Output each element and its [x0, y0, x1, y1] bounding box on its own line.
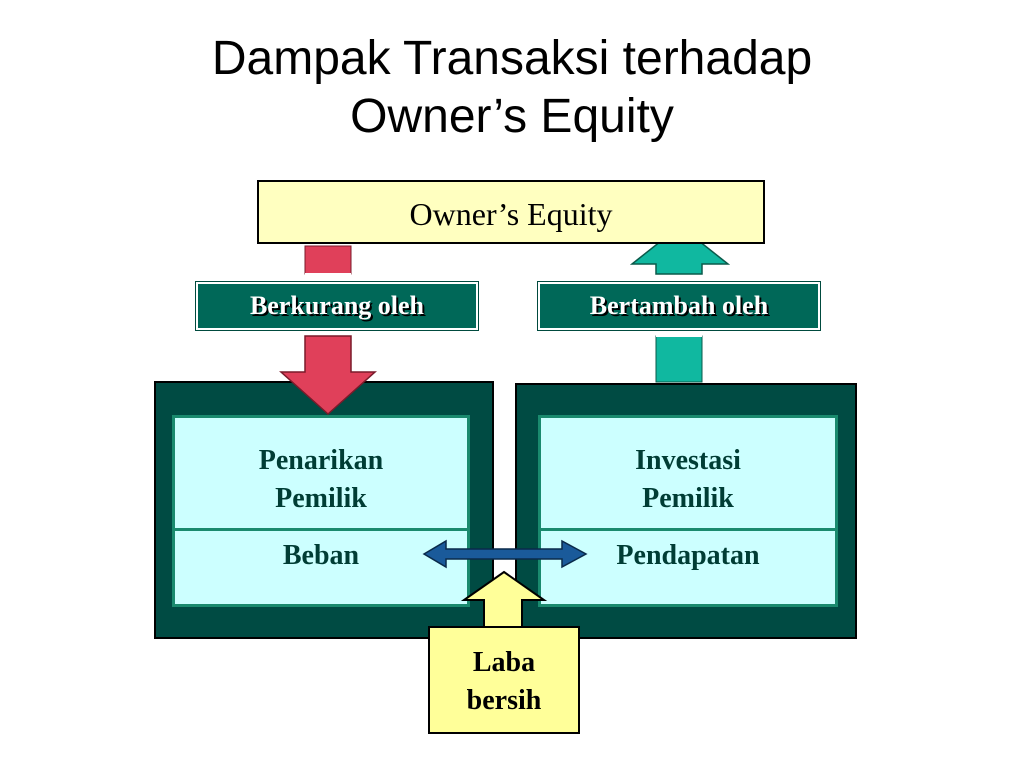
title-line-1: Dampak Transaksi terhadap [211, 32, 813, 85]
left-inner-panel: Penarikan Pemilik Beban [172, 415, 470, 607]
right-inner-panel: Investasi Pemilik Pendapatan [538, 415, 838, 607]
owner-withdrawal-line-2: Pemilik [275, 483, 367, 514]
net-income-line-2: bersih [466, 685, 542, 716]
owner-withdrawal-cell: Penarikan Pemilik [175, 418, 467, 529]
left-divider [175, 528, 467, 531]
net-income-line-1: Laba [472, 647, 536, 678]
net-income-arrow [460, 570, 548, 629]
down-arrow [279, 335, 377, 416]
increase-label: Bertambah oleh [537, 281, 821, 331]
owner-withdrawal-line-1: Penarikan [258, 445, 384, 476]
right-divider [541, 528, 835, 531]
expenses-cell: Beban [282, 540, 360, 571]
decrease-label: Berkurang oleh [195, 281, 479, 331]
owner-investment-line-1: Investasi [635, 445, 741, 476]
owner-investment-line-2: Pemilik [642, 483, 734, 514]
title-line-2: Owner’s Equity [350, 90, 674, 143]
down-arrow-shaft-upper [304, 245, 352, 275]
up-arrow-shaft-lower [655, 335, 703, 383]
owners-equity-box: Owner’s Equity [257, 180, 765, 244]
page-title: Dampak Transaksi terhadap Owner’s Equity [0, 30, 1024, 146]
double-arrow [422, 539, 588, 569]
net-income-box: Laba bersih [428, 626, 580, 734]
revenue-cell: Pendapatan [616, 540, 760, 571]
owner-investment-cell: Investasi Pemilik [541, 418, 835, 529]
up-arrow-head [629, 225, 731, 275]
